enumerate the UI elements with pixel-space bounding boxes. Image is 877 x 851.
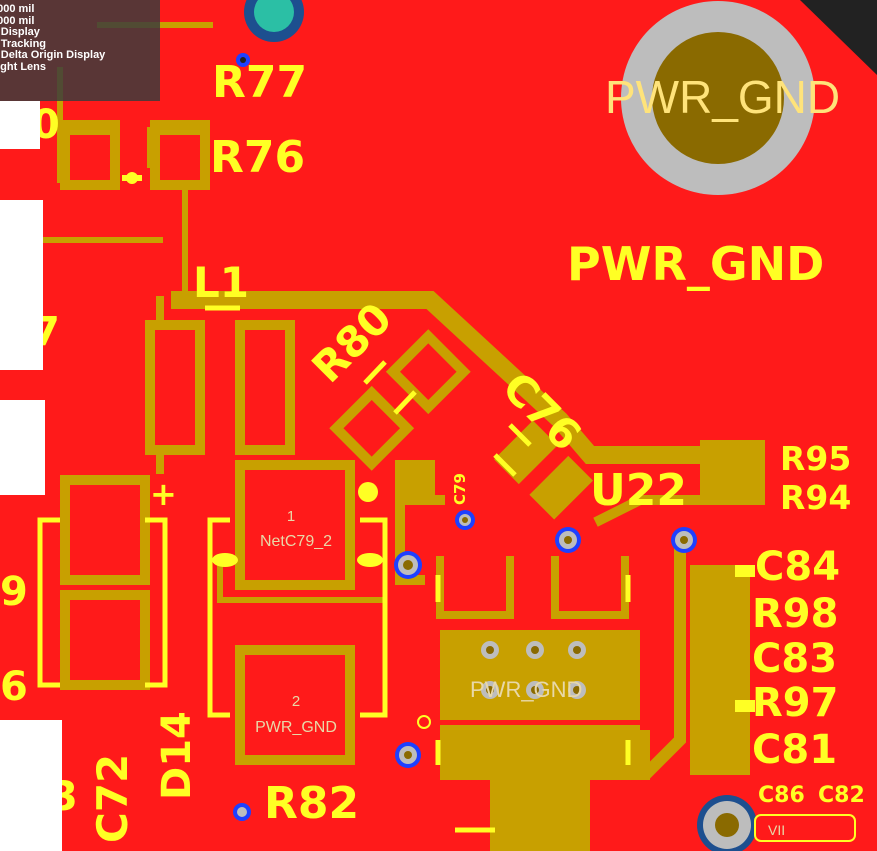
u22-pin-row[interactable] xyxy=(440,725,640,780)
side-panel-fragment xyxy=(0,400,45,495)
pad1-net-label[interactable]: NetC79_2 xyxy=(260,533,332,550)
silkscreen-marks xyxy=(122,175,755,729)
designator-c86[interactable]: C86 xyxy=(758,783,805,808)
r80-footprint[interactable] xyxy=(329,329,471,471)
pad-clearance xyxy=(70,135,345,755)
hud-line-y: 0000 mil xyxy=(0,14,35,27)
designator-left-9[interactable]: 9 xyxy=(0,569,28,615)
designator-r76[interactable]: R76 xyxy=(210,132,305,183)
side-panel-fragment xyxy=(0,200,43,370)
net-label-vii[interactable]: VII xyxy=(768,822,785,838)
designator-c79[interactable]: C79 xyxy=(451,473,469,505)
heads-up-display: 0000 mil 0000 mil o Display o Tracking o… xyxy=(0,0,160,101)
designator-c72[interactable]: C72 xyxy=(88,754,137,843)
hud-line-insight-lens: sight Lens xyxy=(0,60,47,73)
mounting-hole-pwr-gnd[interactable] xyxy=(621,1,815,195)
designator-c84[interactable]: C84 xyxy=(755,544,840,590)
net-label-copper-area[interactable]: PWR_GND xyxy=(567,237,824,291)
designator-r97[interactable]: R97 xyxy=(752,680,838,726)
hud-line-x: 0000 mil xyxy=(0,3,35,15)
board-edge-corner xyxy=(800,0,877,75)
net-label-mounting-hole[interactable]: PWR_GND xyxy=(605,71,840,123)
designator-l1[interactable]: L1 xyxy=(193,258,249,307)
designator-r82[interactable]: R82 xyxy=(264,778,359,829)
designator-r94[interactable]: R94 xyxy=(780,478,851,517)
pad2-net-label[interactable]: PWR_GND xyxy=(255,719,337,736)
vii-net-strip[interactable] xyxy=(754,814,856,842)
designator-r77[interactable]: R77 xyxy=(212,57,307,108)
hud-line-tracking: o Tracking xyxy=(0,37,47,50)
polarity-plus: + xyxy=(150,475,177,513)
u22-trace-bottom xyxy=(490,780,590,851)
net-label-u22-pad[interactable]: PWR_GND xyxy=(470,677,582,702)
pad1-number: 1 xyxy=(287,508,295,525)
designator-r98[interactable]: R98 xyxy=(752,591,838,637)
designator-d14[interactable]: D14 xyxy=(154,711,200,800)
designator-r95[interactable]: R95 xyxy=(780,439,851,478)
silkscreen-outlines xyxy=(37,305,631,833)
designator-left-6[interactable]: 6 xyxy=(0,664,28,710)
side-panel-fragment xyxy=(0,720,62,851)
u22-via-holes xyxy=(486,646,581,694)
hud-line-display: o Display xyxy=(0,26,40,39)
designator-u22[interactable]: U22 xyxy=(590,465,687,516)
side-panel-fragment xyxy=(0,101,40,149)
pad2-number: 2 xyxy=(292,693,300,710)
designator-c81[interactable]: C81 xyxy=(752,727,837,773)
designator-c82[interactable]: C82 xyxy=(818,783,865,808)
designator-c83[interactable]: C83 xyxy=(752,636,837,682)
hud-line-delta-origin: o Delta Origin Display xyxy=(0,49,106,62)
